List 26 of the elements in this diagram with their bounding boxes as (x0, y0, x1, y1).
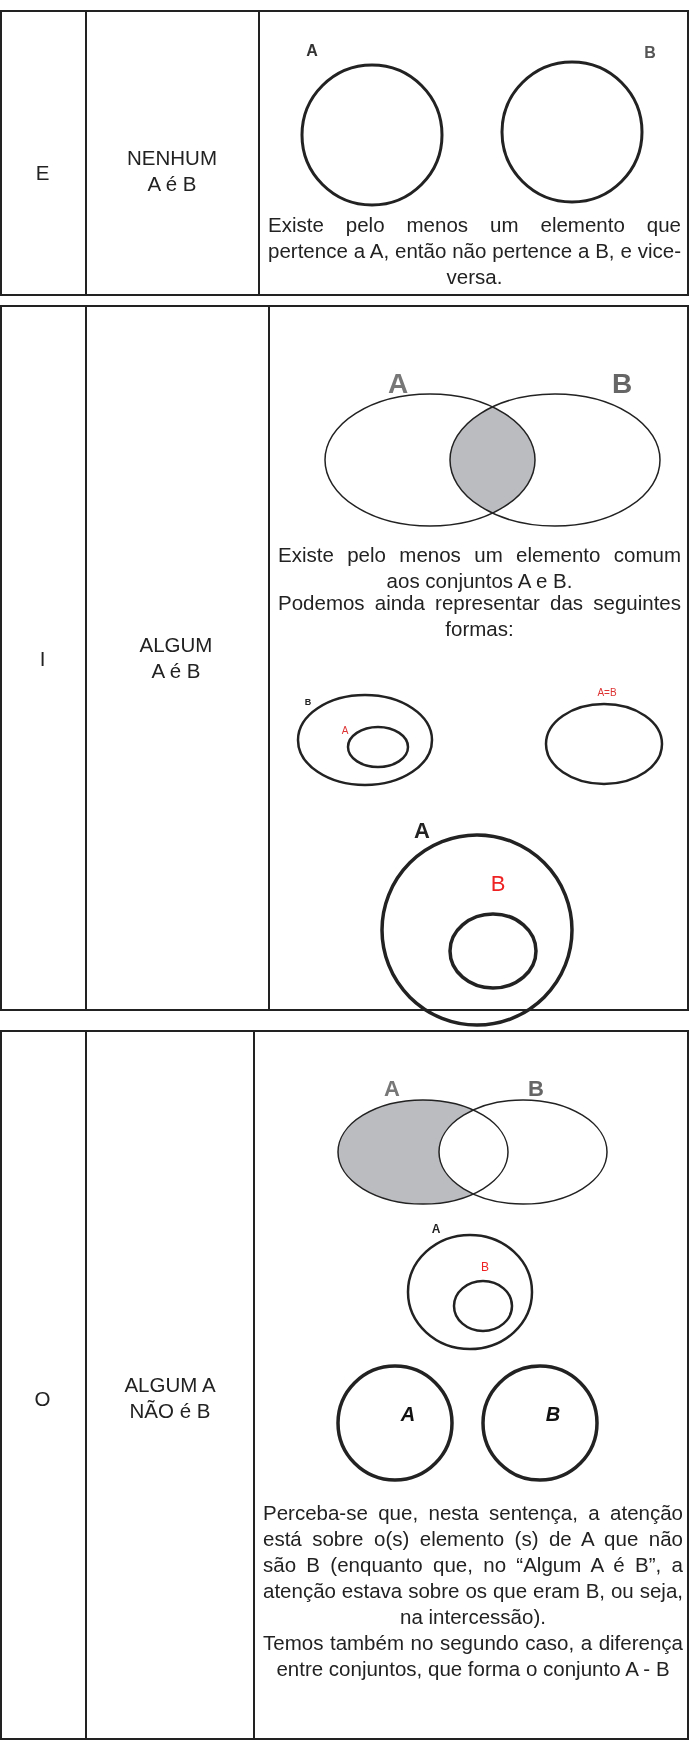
set-letter: B (481, 1260, 489, 1274)
set-letter: A=B (597, 687, 617, 698)
row-letter: O (33, 1386, 52, 1412)
quantifier-text: ALGUM A é B (138, 632, 214, 684)
explanation-text: Temos também no segundo caso, a diferença entre conjuntos, que forma o conjunto A - B (263, 1630, 683, 1682)
set-letter: A (341, 725, 349, 736)
row-letter: E (34, 160, 51, 186)
set-letter: B (304, 697, 312, 707)
explanation-text: Podemos ainda representar das seguintes formas: (278, 591, 681, 642)
set-letter: B (545, 1403, 561, 1425)
quantifier-text: ALGUM A NÃO é B (123, 1372, 217, 1424)
quantifier-text: NENHUM A é B (126, 145, 218, 197)
set-letter: A (431, 1222, 441, 1236)
set-letter: A (306, 42, 318, 59)
set-letter: B (528, 1076, 544, 1101)
set-letter: B (490, 871, 506, 896)
set-letter: A (414, 818, 430, 843)
set-letter: B (611, 368, 633, 399)
row-letter: I (38, 646, 47, 672)
set-letter: A (400, 1403, 416, 1425)
explanation-text: Existe pelo menos um elemento que pertence a A, então não pertence a B, e vice-versa. (268, 212, 681, 290)
set-letter: A (384, 1076, 400, 1101)
set-letter: A (387, 368, 409, 399)
explanation-text: Existe pelo menos um elemento comum aos conjuntos A e B. (278, 542, 681, 594)
set-letter: B (644, 44, 656, 61)
explanation-text: Perceba-se que, nesta sentença, a atenção está sobre o(s) elemento (s) de A que não são B (enquanto que, no “Algum A é B”, a atenção estava sobre os que eram B, ou seja, na intercessão). (263, 1500, 683, 1630)
